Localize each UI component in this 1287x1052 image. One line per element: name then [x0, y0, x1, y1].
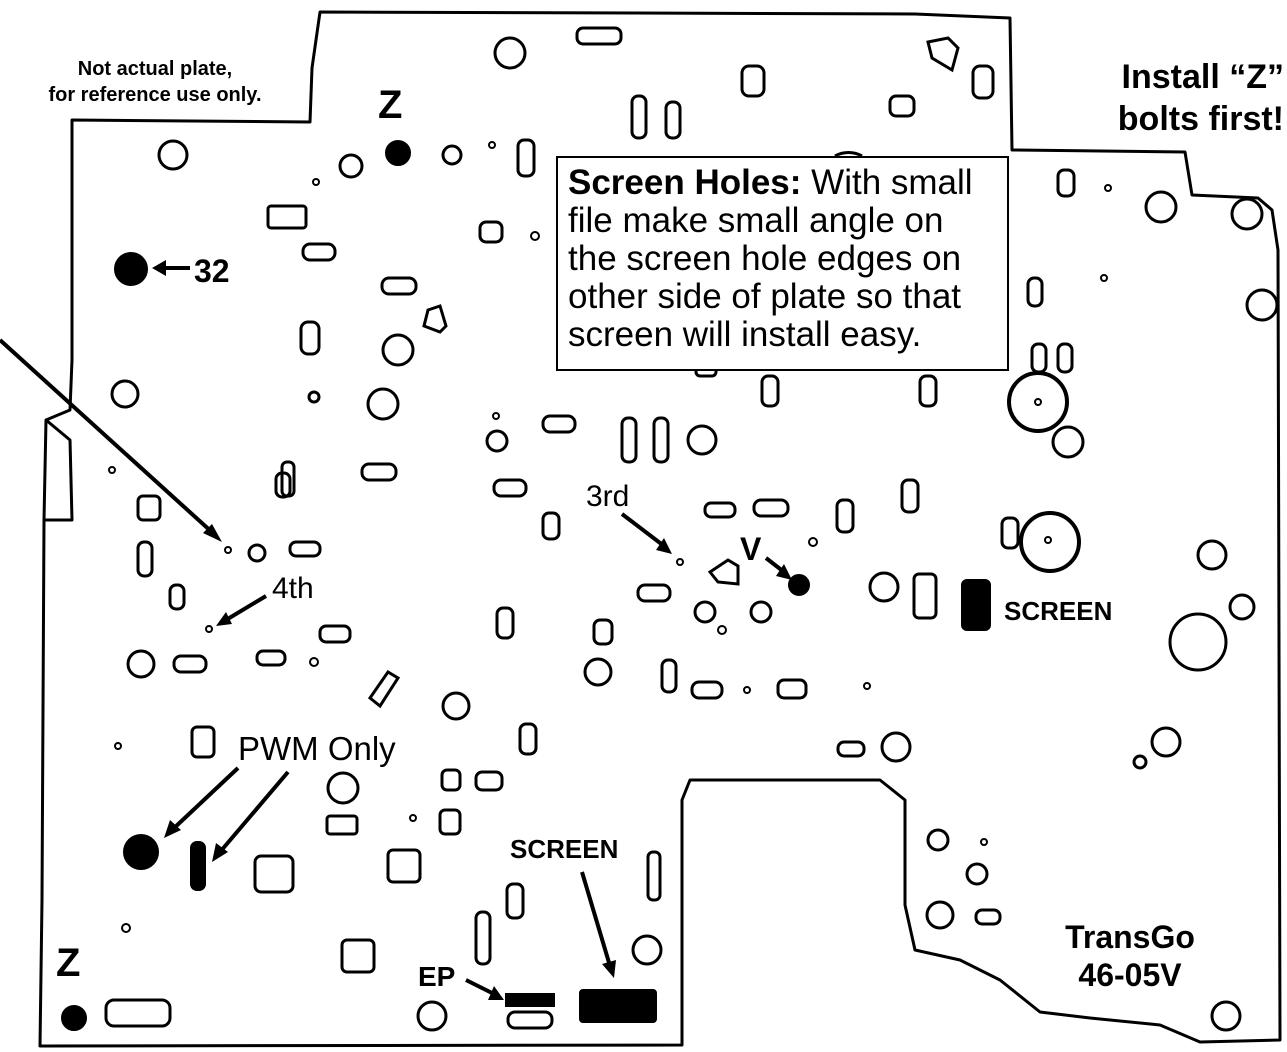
upper-tiny-hole [224, 546, 232, 554]
arrow-4th [224, 594, 268, 622]
label-ep: EP [418, 961, 455, 992]
brand-part-number: 46-05V [1078, 957, 1182, 993]
label-v: V [740, 531, 762, 567]
screen-holes-note-title: Screen Holes: [568, 163, 802, 202]
screen-hole-markers [1007, 371, 1081, 573]
brand-name: TransGo [1065, 919, 1195, 955]
arrowhead-32 [152, 260, 166, 276]
install-z-bolts-note: Install “Z” bolts first! [1060, 56, 1284, 140]
arrow-pwm-left [170, 766, 240, 832]
arrowhead-pwm-left [164, 820, 181, 838]
screen-right-slot [961, 579, 991, 631]
arrowhead-4th [216, 612, 232, 626]
label-4th: 4th [272, 572, 314, 605]
label-z-bottom: Z [56, 941, 80, 985]
label-z-top: Z [378, 83, 402, 127]
reference-note-line2: for reference use only. [48, 84, 262, 106]
arrow-3rd [620, 512, 666, 548]
reference-note-line1: Not actual plate, [77, 58, 233, 80]
z-bolt-top [385, 140, 411, 166]
plate-notch [44, 418, 74, 522]
plate-outline [38, 10, 1282, 1048]
pwm-hole-round [123, 834, 159, 870]
arrow-screen-bottom [580, 871, 612, 967]
arrowhead-screen-bottom [602, 960, 616, 978]
screen-holes-note: Screen Holes: With small file make small… [556, 156, 1009, 371]
arrow-ep [465, 978, 495, 996]
plate-holes [104, 26, 1279, 1032]
screen-bottom-slot [579, 989, 657, 1023]
label-pwm: PWM Only [238, 730, 396, 767]
pwm-hole-slot [190, 841, 206, 891]
label-screen-right: SCREEN [1004, 596, 1112, 626]
label-screen-bottom: SCREEN [510, 834, 618, 864]
arrowhead-pwm-right [212, 843, 228, 862]
arrowhead-3rd [656, 538, 672, 554]
install-note-line2: bolts first! [1117, 100, 1284, 138]
third-hole [676, 558, 684, 566]
arrowhead-ep [488, 986, 504, 1000]
fourth-hole [205, 625, 213, 633]
leader-line-upper-left [0, 338, 216, 536]
brand-label: TransGo 46-05V [1040, 918, 1220, 994]
install-note-line1: Install “Z” [1121, 58, 1284, 96]
v-hole [788, 574, 810, 596]
reference-note: Not actual plate, for reference use only… [4, 56, 306, 108]
arrow-pwm-right [218, 770, 290, 854]
label-32: 32 [194, 253, 230, 289]
leader-arrowhead-upper-left [203, 524, 222, 542]
hole-32 [114, 252, 148, 286]
z-bolt-bottom [61, 1005, 87, 1031]
label-3rd: 3rd [586, 480, 629, 513]
screen-holes-note-body: With small file make small angle on the … [568, 163, 973, 354]
arrowhead-v [776, 564, 792, 580]
ep-slot [505, 993, 555, 1007]
